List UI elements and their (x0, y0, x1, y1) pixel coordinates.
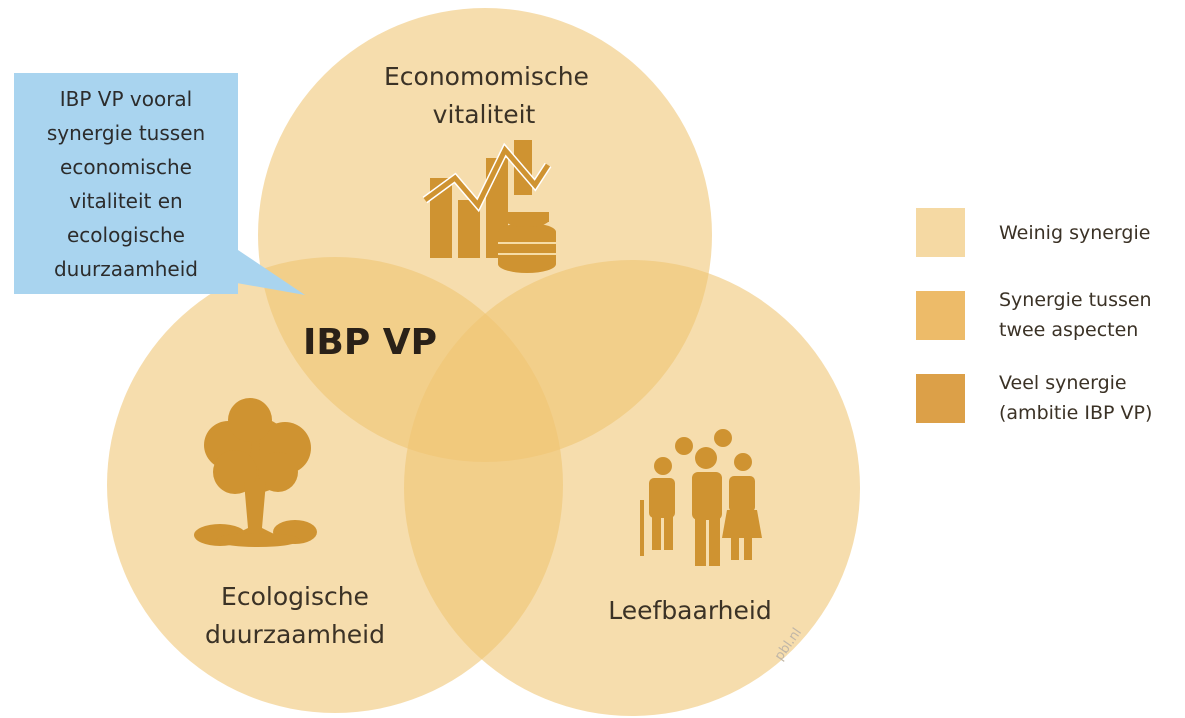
legend-item-high-synergy: Veel synergie (ambitie IBP VP) (916, 368, 1152, 428)
label-ecological-sustainability: Ecologische duurzaamheid (205, 582, 385, 649)
legend-item-low-synergy: Weinig synergie (916, 208, 1150, 257)
legend-label-high-synergy: Veel synergie (ambitie IBP VP) (999, 372, 1153, 424)
label-livability: Leefbaarheid (608, 596, 772, 625)
callout-box: IBP VP vooral synergie tussen economisch… (14, 73, 238, 294)
legend-swatch-two-aspects (916, 290, 965, 340)
venn-circles (107, 8, 860, 716)
legend-swatch-low-synergy (916, 208, 965, 257)
legend-item-two-aspects: Synergie tussen twee aspecten (916, 285, 1152, 345)
label-economic-vitality: Economomische vitaliteit (384, 62, 589, 129)
legend-swatch-high-synergy (916, 373, 965, 423)
legend-label-two-aspects: Synergie tussen twee aspecten (999, 289, 1152, 341)
legend-label-low-synergy: Weinig synergie (999, 221, 1151, 244)
center-label-ibp-vp: IBP VP (303, 322, 437, 363)
tree-icon (194, 398, 317, 547)
people-group-icon (640, 429, 762, 566)
economy-chart-coins-icon (422, 140, 556, 273)
callout-text: IBP VP vooral synergie tussen economisch… (46, 86, 206, 281)
circle-livability (404, 260, 860, 716)
